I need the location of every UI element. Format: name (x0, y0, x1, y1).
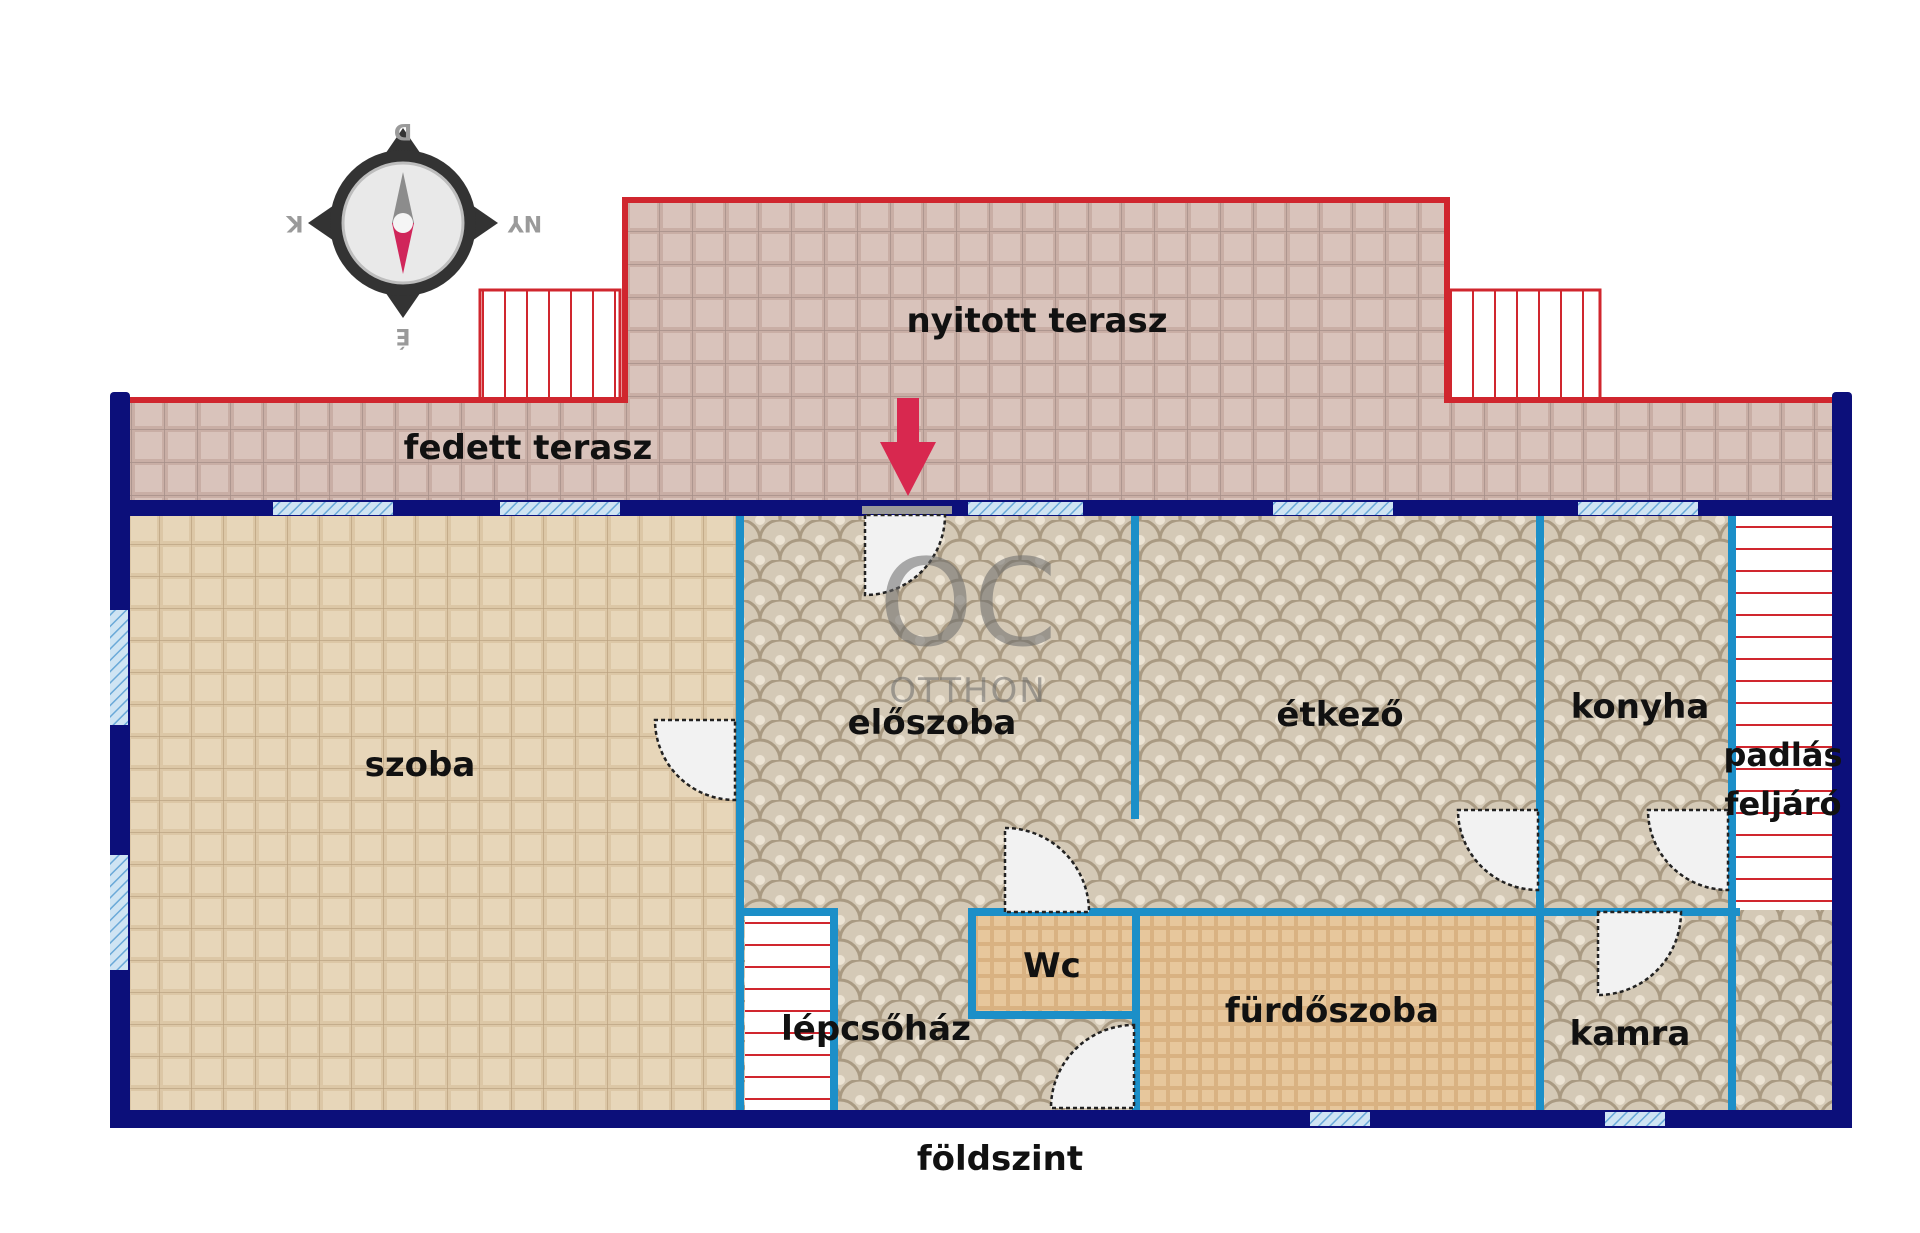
windows (110, 502, 1698, 1126)
entrance-arrow-icon (880, 398, 936, 496)
label-padlas-line2: feljáró (1725, 785, 1842, 823)
compass-icon: D É K NY (286, 118, 543, 349)
stairs-padlas (1735, 515, 1835, 910)
label-furdoszoba: fürdőszoba (1225, 991, 1439, 1031)
watermark: OC OTTHON (879, 535, 1057, 711)
compass-east-label: NY (507, 210, 542, 235)
stairs-lepcsohaz (745, 915, 833, 1110)
label-wc: Wc (1023, 946, 1081, 986)
compass-south-label: É (395, 323, 410, 349)
room-wc-floor (974, 912, 1134, 1012)
room-kamra-extra (1735, 910, 1835, 1112)
label-konyha: konyha (1571, 687, 1710, 727)
label-padlas-line1: padlás (1723, 736, 1842, 774)
label-etkezo: étkező (1276, 695, 1403, 735)
doors (653, 513, 1730, 1110)
open-terrace (118, 197, 1836, 500)
label-nyitott-terasz: nyitott terasz (906, 301, 1167, 341)
room-szoba-floor (128, 515, 740, 1112)
label-kamra: kamra (1570, 1014, 1691, 1054)
label-szoba: szoba (365, 745, 476, 785)
label-lepcsohaz: lépcsőház (781, 1009, 971, 1049)
floor-label: földszint (917, 1139, 1083, 1179)
inner-walls (736, 508, 1740, 1116)
room-bath-floor (1138, 912, 1540, 1112)
entrance-threshold (862, 506, 952, 514)
compass-west-label: K (286, 210, 304, 235)
label-fedett-terasz: fedett terasz (404, 428, 653, 468)
compass-north-label: D (394, 118, 412, 143)
label-eloszoba: előszoba (848, 703, 1017, 743)
watermark-logo: OC (879, 535, 1057, 674)
watermark-text: OTTHON (889, 671, 1046, 711)
